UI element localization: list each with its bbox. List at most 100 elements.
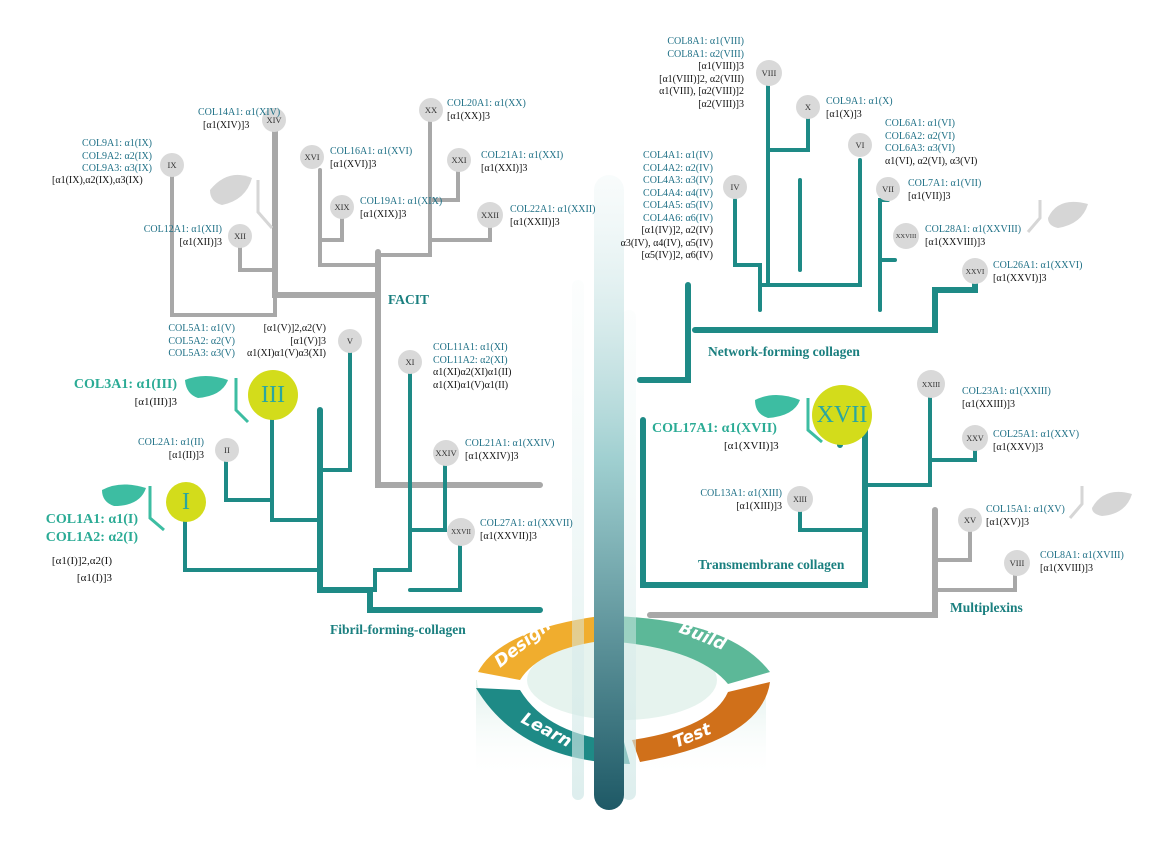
formula-label: [α1(XIII)]3: [736, 500, 782, 512]
gene-label: COL9A2: α2(IX): [82, 150, 152, 162]
node-vi: VI: [848, 133, 872, 157]
formula-label: α1(VI), α2(VI), α3(VI): [885, 155, 978, 167]
node-xxiii: XXIII: [917, 370, 945, 398]
gene-label: COL8A1: α1(XVIII): [1040, 550, 1124, 561]
node-xi: XI: [398, 350, 422, 374]
col20-annotation: COL20A1: α1(XX) [α1(XX)]3: [447, 98, 526, 123]
gene-label: COL28A1: α1(XXVIII): [925, 224, 1022, 235]
formula-label: [α1(II)]3: [168, 449, 204, 461]
gene-label: COL21A1: α1(XXIV): [465, 438, 555, 449]
gene-label: COL12A1: α1(XII): [143, 224, 222, 235]
gene-label: COL11A2: α2(XI): [433, 354, 508, 366]
col3-annotation: COL3A1: α1(III) [α1(III)]3: [55, 376, 177, 410]
node-xiv: XIV: [262, 108, 286, 132]
col6-annotation: COL6A1: α1(VI) COL6A2: α2(VI) COL6A3: α3…: [885, 118, 977, 168]
col18-annotation: COL8A1: α1(XVIII) [α1(XVIII)]3: [1040, 550, 1124, 575]
multiplexin-branches: [647, 507, 1017, 618]
multiplexins-group-label: Multiplexins: [950, 600, 1023, 615]
col4-annotation: COL4A1: α1(IV) COL4A2: α2(IV) COL4A3: α3…: [600, 150, 713, 263]
node-x: X: [796, 95, 820, 119]
formula-label: [α1(XVII)]3: [724, 440, 779, 452]
gene-label: COL15A1: α1(XV): [986, 504, 1065, 515]
formula-label: [α1(V)]2,α2(V): [263, 323, 326, 334]
trunk: [572, 175, 636, 810]
gene-label: COL9A1: α1(X): [826, 96, 893, 107]
formula-label: [α1(VII)]3: [908, 190, 951, 202]
formula-label: [α1(XXI)]3: [481, 162, 528, 174]
network-branches: [637, 83, 978, 383]
formula-label: α3(IV), α4(IV), α5(IV): [620, 237, 713, 249]
col15-annotation: COL15A1: α1(XV) [α1(XV)]3: [986, 504, 1065, 529]
formula-label: [α1(XII)]3: [179, 236, 222, 248]
gene-label: COL9A3: α3(IX): [82, 163, 152, 174]
gene-label: COL14A1: α1(XIV): [198, 107, 281, 118]
col9-formula: [α1(IX),α2(IX),α3(IX): [52, 175, 143, 186]
node-xxvii: XXVII: [447, 518, 475, 546]
col13-annotation: COL13A1: α1(XIII) [α1(XIII)]3: [670, 488, 782, 513]
col16-annotation: COL16A1: α1(XVI) [α1(XVI)]3: [330, 146, 412, 171]
col14-annotation: COL14A1: α1(XIV) [α1(XIV)]3: [198, 107, 280, 132]
col25-annotation: COL25A1: α1(XXV) [α1(XXV)]3: [993, 429, 1079, 454]
col5-genes: COL5A1: α1(V) COL5A2: α2(V) COL5A3: α3(V…: [135, 323, 235, 361]
gene-label: COL4A6: α6(IV): [643, 212, 713, 224]
gene-label: COL2A1: α1(II): [137, 437, 204, 448]
gene-label: COL21A1: α1(XXI): [481, 150, 564, 161]
gene-label: COL4A5: α5(IV): [643, 200, 713, 211]
formula-label: [α1(XV)]3: [986, 516, 1030, 528]
node-ix: IX: [160, 153, 184, 177]
node-xiii: XIII: [787, 486, 813, 512]
gene-label: COL6A1: α1(VI): [885, 118, 955, 129]
formula-label: [α1(XXVIII)]3: [925, 236, 986, 248]
facit-group-label: FACIT: [388, 292, 430, 307]
gene-label: COL4A2: α2(IV): [643, 162, 713, 174]
gene-label: COL7A1: α1(VII): [908, 178, 982, 189]
leaf-icon: [102, 484, 165, 532]
fibril-branches: [183, 350, 543, 613]
transmembrane-group-label: Transmembrane collagen: [698, 557, 845, 572]
node-iv: IV: [723, 175, 747, 199]
formula-label: [α1(XVIII)]3: [1040, 562, 1093, 574]
col11-annotation: COL11A1: α1(XI) COL11A2: α2(XI) α1(XI)α2…: [433, 342, 511, 392]
leaf-icon: [210, 174, 274, 229]
formula-label: [α1(XIV)]3: [203, 119, 250, 131]
node-xxi: XXI: [447, 148, 471, 172]
formula-label: α1(XI)α1(V)α1(II): [433, 379, 509, 391]
node-iii: III: [248, 370, 298, 420]
gene-label: COL5A2: α2(V): [168, 335, 235, 347]
col2-annotation: COL2A1: α1(II) [α1(II)]3: [110, 437, 204, 462]
formula-label: [α5(IV)]2, α6(IV): [641, 250, 713, 261]
gene-label: COL6A3: α3(VI): [885, 143, 955, 154]
build-arc: [612, 616, 770, 684]
leaf-icon: [755, 395, 823, 444]
leaf-icon: [1026, 200, 1088, 233]
gene-label: COL4A3: α3(IV): [643, 175, 713, 186]
gene-label: COL16A1: α1(XVI): [330, 146, 413, 157]
formula-label: [α1(I)]3: [76, 572, 112, 584]
col28-annotation: COL28A1: α1(XXVIII) [α1(XXVIII)]3: [925, 224, 1021, 249]
formula-label: [α1(XXII)]3: [510, 216, 560, 228]
col23-annotation: COL23A1: α1(XXIII) [α1(XXIII)]3: [962, 386, 1051, 411]
col10-annotation: COL9A1: α1(X) [α1(X)]3: [826, 96, 893, 121]
node-xxv: XXV: [962, 425, 988, 451]
col1-annotation: COL1A1: α1(I) COL1A2: α2(I): [16, 511, 138, 547]
gene-label: COL6A2: α2(VI): [885, 130, 955, 142]
gene-label: COL5A1: α1(V): [168, 323, 235, 334]
formula-label: α1(XI)α1(V)α3(XI): [246, 348, 326, 359]
dbtl-cycle: Design Build Test Learn: [476, 616, 770, 764]
formula-label: α1(XI)α2(XI)α1(II): [433, 367, 512, 378]
node-xxviii: XXVIII: [893, 223, 919, 249]
gene-label: COL8A1: α1(VIII): [667, 36, 744, 47]
col27-annotation: COL27A1: α1(XXVII) [α1(XXVII)]3: [480, 518, 573, 543]
node-xx: XX: [419, 98, 443, 122]
node-xxiv: XXIV: [433, 440, 459, 466]
formula-label: [α2(VIII)]3: [698, 98, 744, 110]
node-xix: XIX: [330, 195, 354, 219]
formula-label: [α1(XX)]3: [447, 110, 491, 122]
leaf-icons: [102, 174, 1132, 532]
formula-label: [α1(III)]3: [134, 396, 177, 408]
node-ii: II: [215, 438, 239, 462]
formula-label: [α1(IV)]2, α2(IV): [641, 225, 713, 236]
gene-label: COL1A2: α2(I): [45, 530, 138, 545]
node-viii-top: VIII: [756, 60, 782, 86]
